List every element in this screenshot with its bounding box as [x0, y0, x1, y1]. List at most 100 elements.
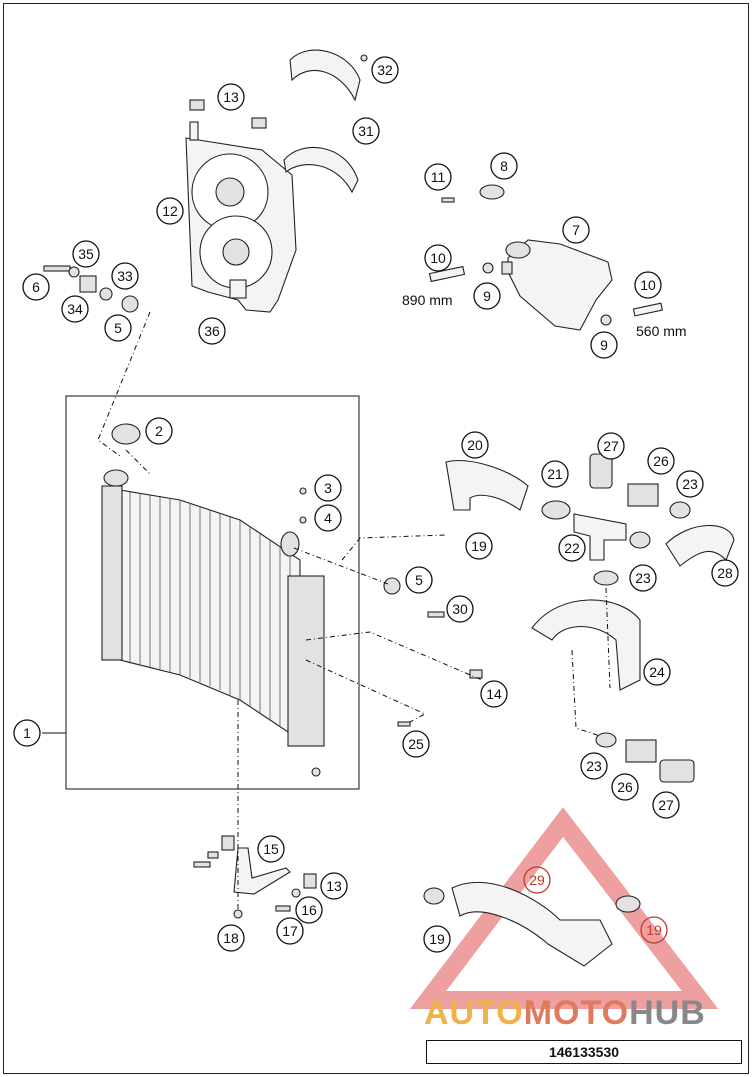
- callout-14: 14: [480, 680, 508, 708]
- callout-22: 22: [558, 534, 586, 562]
- svg-text:17: 17: [282, 923, 298, 939]
- dimension-label-890: 890 mm: [402, 292, 453, 308]
- svg-text:14: 14: [486, 686, 502, 702]
- svg-text:1: 1: [23, 725, 31, 741]
- callout-18: 18: [217, 924, 245, 952]
- screw-icon: [441, 197, 455, 203]
- callout-35: 35: [72, 240, 100, 268]
- hose-clamp-icon: [669, 501, 691, 519]
- svg-text:13: 13: [223, 89, 239, 105]
- svg-text:20: 20: [467, 437, 483, 453]
- svg-text:8: 8: [500, 158, 508, 174]
- spring-icon: [79, 275, 97, 293]
- callout-19: 19: [423, 925, 451, 953]
- rubber-bushing-icon: [383, 577, 401, 595]
- document-number: 146133530: [426, 1040, 742, 1064]
- callout-7: 7: [562, 216, 590, 244]
- svg-text:26: 26: [653, 453, 669, 469]
- callout-23: 23: [580, 752, 608, 780]
- svg-text:3: 3: [324, 480, 332, 496]
- callout-27: 27: [597, 432, 625, 460]
- fan-cover-upper: [289, 49, 361, 102]
- callout-13: 13: [320, 872, 348, 900]
- hose-clamp-icon: [593, 570, 619, 586]
- svg-text:27: 27: [603, 438, 619, 454]
- expansion-tank: [501, 239, 613, 331]
- callout-19: 19: [640, 916, 668, 944]
- screw-icon: [299, 487, 307, 495]
- svg-text:19: 19: [646, 922, 662, 938]
- callout-24: 24: [643, 658, 671, 686]
- svg-text:34: 34: [67, 301, 83, 317]
- hose-clamp-icon: [629, 531, 651, 549]
- svg-text:26: 26: [617, 779, 633, 795]
- thermostat-icon: [659, 759, 695, 783]
- watermark-brand: AUTOMOTOHUB: [424, 994, 706, 1032]
- svg-text:9: 9: [600, 337, 608, 353]
- svg-text:29: 29: [529, 872, 545, 888]
- callout-26: 26: [611, 773, 639, 801]
- callout-28: 28: [711, 559, 739, 587]
- callout-20: 20: [461, 431, 489, 459]
- svg-text:19: 19: [429, 931, 445, 947]
- svg-text:23: 23: [586, 758, 602, 774]
- callout-33: 33: [111, 262, 139, 290]
- bolt-icon: [275, 905, 291, 912]
- callout-19: 19: [465, 532, 493, 560]
- callout-12: 12: [156, 197, 184, 225]
- callout-5: 5: [104, 314, 132, 342]
- svg-text:32: 32: [377, 62, 393, 78]
- svg-text:22: 22: [564, 540, 580, 556]
- svg-text:28: 28: [717, 565, 733, 581]
- washer-icon: [291, 888, 301, 898]
- callout-23: 23: [676, 470, 704, 498]
- spacer-icon: [207, 851, 219, 859]
- svg-text:31: 31: [358, 123, 374, 139]
- hose-clamp-icon: [541, 500, 571, 520]
- svg-text:12: 12: [162, 203, 178, 219]
- svg-text:16: 16: [301, 902, 317, 918]
- callout-4: 4: [314, 504, 342, 532]
- svg-text:4: 4: [324, 510, 332, 526]
- callout-9: 9: [473, 282, 501, 310]
- svg-text:10: 10: [430, 250, 446, 266]
- hose-20: [445, 460, 529, 511]
- hose-29: [451, 882, 613, 967]
- callout-26: 26: [647, 447, 675, 475]
- screw-icon: [397, 721, 411, 727]
- callout-30: 30: [446, 595, 474, 623]
- svg-text:7: 7: [572, 222, 580, 238]
- callout-21: 21: [541, 460, 569, 488]
- callout-11: 11: [424, 163, 452, 191]
- hose-clamp-icon: [423, 887, 445, 905]
- callout-15: 15: [257, 835, 285, 863]
- svg-text:27: 27: [658, 797, 674, 813]
- hose-28: [665, 524, 735, 567]
- callout-34: 34: [61, 295, 89, 323]
- bolt-icon: [43, 265, 71, 272]
- svg-text:33: 33: [117, 268, 133, 284]
- callout-27: 27: [652, 791, 680, 819]
- bolt-icon: [427, 611, 445, 618]
- clip-icon: [469, 669, 483, 679]
- svg-text:5: 5: [415, 572, 423, 588]
- svg-text:11: 11: [431, 169, 446, 185]
- bolt-icon: [193, 861, 211, 868]
- grommet-icon: [303, 873, 317, 889]
- callout-10: 10: [634, 271, 662, 299]
- grommet-icon: [251, 117, 267, 129]
- svg-text:10: 10: [640, 277, 656, 293]
- hose-clamp-icon: [595, 732, 617, 748]
- callout-36: 36: [198, 317, 226, 345]
- svg-text:35: 35: [78, 246, 94, 262]
- t-connector: [573, 513, 627, 561]
- leader-lines: [97, 311, 611, 910]
- svg-text:23: 23: [635, 570, 651, 586]
- mounting-bracket: [233, 847, 291, 895]
- diagram-frame: [3, 3, 749, 1074]
- screw-icon: [360, 54, 368, 62]
- clamp-icon: [482, 262, 494, 274]
- svg-text:15: 15: [263, 841, 279, 857]
- callout-17: 17: [276, 917, 304, 945]
